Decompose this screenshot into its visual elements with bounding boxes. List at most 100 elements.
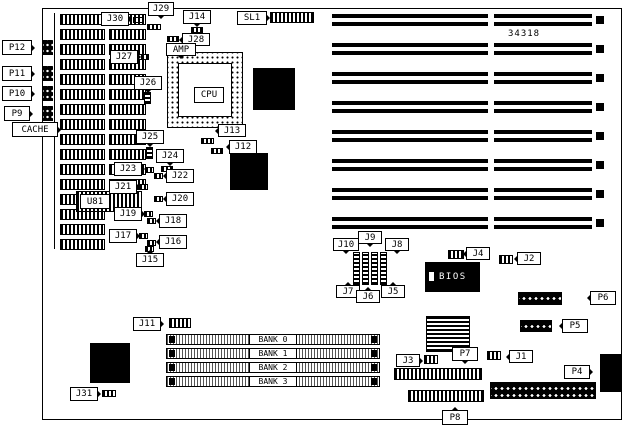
- dip-chip: [60, 164, 105, 175]
- isa-slot-segment-short: [494, 72, 592, 84]
- isa-slot-end: [596, 161, 604, 169]
- dip-chip: [60, 29, 105, 40]
- isa-slot-end: [596, 103, 604, 111]
- label-sl1: SL1: [237, 11, 267, 25]
- connector-p7: [394, 368, 482, 380]
- label-j15: J15: [136, 253, 164, 267]
- isa-slot-end: [596, 190, 604, 198]
- label-p7: P7: [452, 347, 478, 361]
- label-bank1: BANK 1: [249, 348, 297, 359]
- label-j13: J13: [218, 124, 246, 137]
- isa-slot-segment-long: [332, 130, 488, 142]
- label-p5: P5: [562, 319, 588, 333]
- connector-p12: [43, 40, 53, 55]
- isa-slot-segment-long: [332, 101, 488, 113]
- label-p6: P6: [590, 291, 616, 305]
- label-j9: J9: [358, 231, 382, 244]
- bios-notch: [429, 272, 434, 281]
- dip-chip: [60, 179, 105, 190]
- dip-chip: [109, 104, 146, 115]
- jumper-j18: [147, 218, 156, 224]
- dip-chip: [60, 134, 105, 145]
- label-p9: P9: [4, 106, 30, 121]
- label-cache: CACHE: [12, 122, 58, 137]
- label-j24: J24: [156, 149, 184, 163]
- jumper-j28: [167, 36, 179, 42]
- dip-chip: [60, 59, 105, 70]
- jumper-j25: [146, 147, 153, 159]
- label-bank2: BANK 2: [249, 362, 297, 373]
- isa-slot-segment-short: [494, 43, 592, 55]
- jumper-j30: [133, 17, 143, 23]
- label-cpu: CPU: [194, 87, 224, 103]
- dip-chip: [60, 44, 105, 55]
- jumper-j27: [141, 54, 149, 60]
- label-j3: J3: [396, 354, 420, 367]
- jumper-pins: [371, 252, 378, 285]
- isa-slot-end: [596, 45, 604, 53]
- isa-slot-segment-long: [332, 217, 488, 229]
- isa-slot-segment-short: [494, 130, 592, 142]
- label-j22: J22: [166, 169, 194, 183]
- jumper-j17: [139, 233, 148, 239]
- isa-slot-end: [596, 74, 604, 82]
- connector-p11: [43, 66, 53, 81]
- connector-j2: [499, 255, 513, 264]
- connector-p8: [408, 390, 484, 402]
- part-number: 34318: [508, 29, 541, 39]
- jumper-j21: [139, 184, 148, 190]
- label-j25: J25: [136, 130, 164, 144]
- isa-slot-segment-long: [332, 14, 488, 26]
- keyboard-din-connector: [600, 354, 622, 392]
- jumper-j29: [147, 24, 161, 30]
- jumper-j23: [145, 167, 154, 173]
- label-p12: P12: [2, 40, 32, 55]
- isa-slot-segment-long: [332, 188, 488, 200]
- connector-p5: [520, 320, 552, 332]
- isa-slot-segment-long: [332, 159, 488, 171]
- connector-sl1: [270, 12, 314, 23]
- dip-chip: [109, 149, 146, 160]
- label-j12: J12: [229, 140, 257, 154]
- label-j10: J10: [333, 238, 359, 251]
- label-bank3: BANK 3: [249, 376, 297, 387]
- label-j1: J1: [509, 350, 533, 363]
- isa-slot-end: [596, 219, 604, 227]
- isa-slot-segment-long: [332, 72, 488, 84]
- label-j17: J17: [109, 229, 137, 243]
- jumper-j22: [154, 173, 163, 179]
- isa-slot-segment-short: [494, 159, 592, 171]
- chip-large-2: [230, 153, 268, 190]
- chipset-chip: [426, 316, 470, 352]
- connector-j3: [424, 355, 438, 364]
- connector-p6: [518, 292, 562, 305]
- connector-p10: [43, 86, 53, 101]
- jumper-j13: [201, 138, 214, 144]
- label-j14: J14: [183, 10, 211, 24]
- isa-slot-end: [596, 132, 604, 140]
- dip-chip: [60, 119, 105, 130]
- label-j5: J5: [381, 285, 405, 298]
- label-j27: J27: [110, 50, 138, 64]
- label-j6: J6: [356, 290, 380, 303]
- jumper-j12: [211, 148, 223, 154]
- isa-slot-segment-short: [494, 101, 592, 113]
- label-j16: J16: [159, 235, 187, 249]
- label-j26: J26: [134, 76, 162, 90]
- isa-slot-end: [596, 16, 604, 24]
- bios-chip: BIOS: [425, 262, 480, 292]
- dip-chip: [60, 14, 105, 25]
- dip-chip: [60, 149, 105, 160]
- label-j20: J20: [166, 192, 194, 206]
- jumper-pins: [362, 252, 369, 285]
- dip-chip: [60, 104, 105, 115]
- jumper-pins: [353, 252, 360, 285]
- label-bank0: BANK 0: [249, 334, 297, 345]
- label-j29: J29: [148, 2, 174, 16]
- label-p11: P11: [2, 66, 32, 81]
- jumper-j19: [144, 211, 153, 217]
- connector-j11: [169, 318, 191, 328]
- dip-chip: [60, 89, 105, 100]
- dip-chip: [60, 239, 105, 250]
